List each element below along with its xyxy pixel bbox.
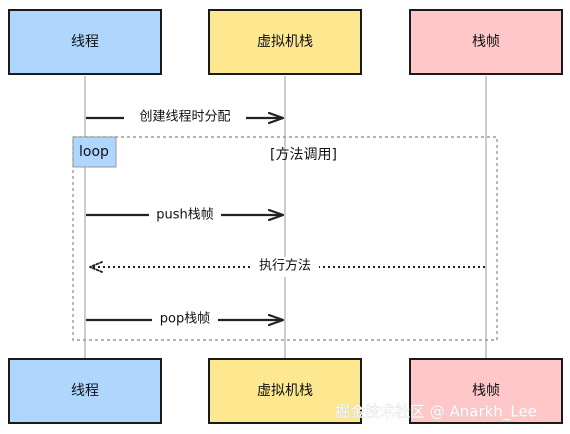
participant-jvm-bottom: 虚拟机栈 — [208, 358, 362, 424]
loop-tag — [72, 136, 117, 168]
message-label: pop栈帧 — [160, 312, 210, 327]
participant-frame-top: 栈帧 — [409, 9, 563, 75]
watermark: 掘金技术社区 @ Anarkh_Lee — [335, 403, 537, 422]
message-pop: pop栈帧 — [86, 310, 283, 330]
loop-condition: [方法调用] — [270, 147, 337, 163]
message-label: push栈帧 — [156, 208, 214, 223]
message-push: push栈帧 — [86, 205, 283, 225]
message-allocate: 创建线程时分配 — [86, 107, 283, 127]
message-label: 执行方法 — [259, 258, 311, 274]
participant-thread-top: 线程 — [8, 9, 162, 75]
loop-frame — [72, 136, 498, 341]
participant-label: 栈帧 — [472, 383, 500, 399]
participant-thread-bottom: 线程 — [8, 358, 162, 424]
participant-label: 栈帧 — [472, 34, 500, 50]
loop-keyword: loop — [79, 144, 109, 160]
participant-jvm-top: 虚拟机栈 — [208, 9, 362, 75]
participant-frame-bottom: 栈帧 — [409, 358, 563, 424]
message-execute: 执行方法 — [89, 257, 485, 277]
participant-label: 线程 — [71, 34, 99, 50]
participant-label: 虚拟机栈 — [257, 34, 313, 50]
participant-label: 线程 — [71, 383, 99, 399]
participant-label: 虚拟机栈 — [257, 383, 313, 399]
message-label: 创建线程时分配 — [139, 110, 230, 125]
